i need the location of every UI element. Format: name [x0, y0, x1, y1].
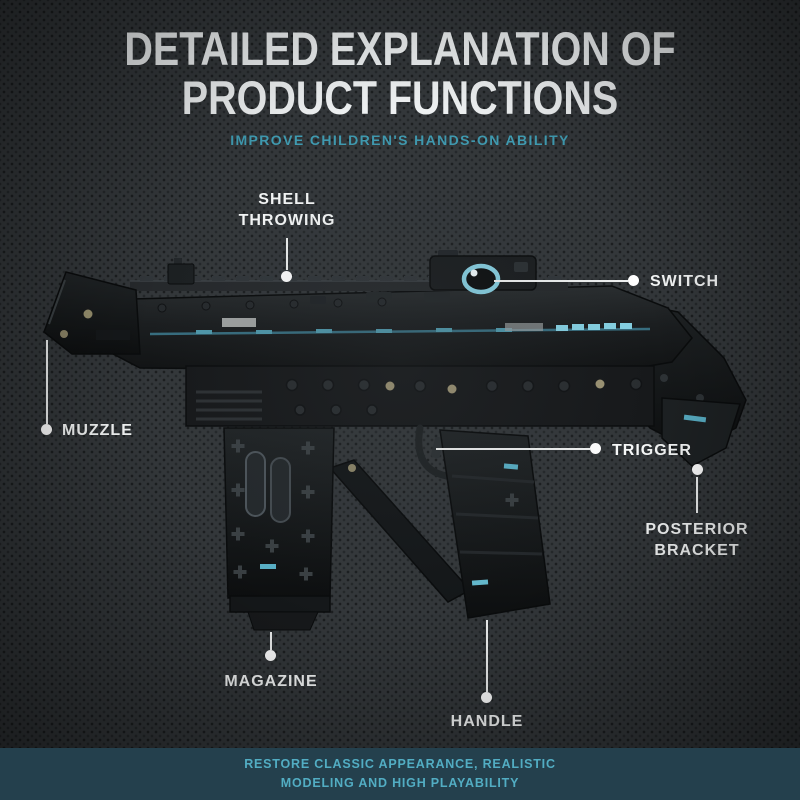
callout-label-magazine: MAGAZINE [224, 673, 318, 690]
magazine-part [223, 427, 335, 631]
callout-label-trigger: TRIGGER [612, 442, 692, 459]
callout-dot-switch [628, 275, 639, 286]
title-line-1: DETAILED EXPLANATION OF [124, 22, 676, 75]
callout-dot-shell-throwing [281, 271, 292, 282]
callout-label-shell-throwing: SHELL THROWING [238, 191, 336, 229]
callout-dot-muzzle [41, 424, 52, 435]
callout-line-switch [494, 280, 628, 282]
callout-label-posterior-bracket: POSTERIOR BRACKET [645, 521, 749, 559]
callout-label-muzzle: MUZZLE [62, 422, 133, 439]
callout-line-trigger [436, 448, 590, 450]
callout-label-handle: HANDLE [450, 713, 524, 730]
header: DETAILED EXPLANATION OF PRODUCT FUNCTION… [0, 24, 800, 148]
subtitle: IMPROVE CHILDREN'S HANDS-ON ABILITY [230, 131, 570, 148]
title-line-2: PRODUCT FUNCTIONS [181, 71, 619, 125]
lower-receiver [185, 365, 655, 427]
page-title: DETAILED EXPLANATION OF PRODUCT FUNCTION… [64, 24, 736, 123]
callout-dot-posterior-bracket [692, 464, 703, 475]
callout-line-muzzle [46, 340, 48, 424]
callout-line-posterior-bracket [696, 477, 698, 513]
callout-line-shell-throwing [286, 238, 288, 270]
callout-line-handle [486, 620, 488, 692]
callout-label-switch: SWITCH [650, 273, 720, 290]
muzzle-part [43, 271, 141, 355]
switch-part [429, 250, 537, 295]
callout-dot-magazine [265, 650, 276, 661]
footer-banner: RESTORE CLASSIC APPEARANCE, REALISTIC MO… [0, 748, 800, 800]
callout-dot-handle [481, 692, 492, 703]
callout-line-magazine [270, 632, 272, 650]
callout-dot-trigger [590, 443, 601, 454]
front-sight [167, 258, 195, 285]
footer-text: RESTORE CLASSIC APPEARANCE, REALISTIC MO… [244, 756, 556, 790]
